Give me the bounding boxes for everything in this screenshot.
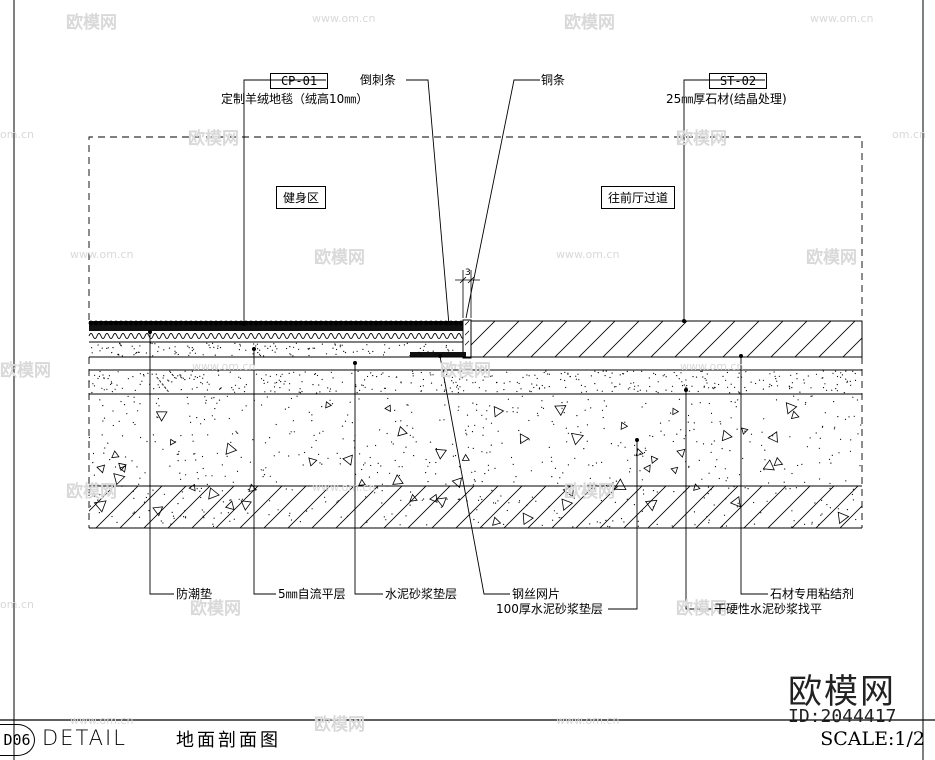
watermark-url: www.om.cn <box>70 714 134 727</box>
carpet-layer <box>88 320 466 339</box>
wire-mesh-label: 钢丝网片 <box>512 587 561 601</box>
moisture-pad-label: 防潮垫 <box>176 587 213 601</box>
watermark-logo: 欧模网 <box>676 599 727 619</box>
watermark-logo: 欧模网 <box>564 13 615 33</box>
leader-dots <box>148 319 743 442</box>
watermark-url: www.om.cn <box>312 481 376 494</box>
carpet-spec-label: 定制羊绒地毯（绒高10㎜） <box>221 92 369 106</box>
watermark-logo: 欧模网 <box>440 361 491 381</box>
dry-mortar-label: 干硬性水泥砂浆找平 <box>714 602 823 616</box>
watermark-url: www.om.cn <box>312 12 376 25</box>
material-tag-cp01: CP-01 <box>270 73 328 89</box>
watermark-url: www.om.cn <box>192 360 256 373</box>
scale-label: SCALE:1/2 <box>820 728 925 750</box>
stone-adhesive-label: 石材专用粘结剂 <box>770 587 855 601</box>
stone-spec-label: 25㎜厚石材(结晶处理) <box>666 92 787 106</box>
leader-lines <box>149 79 768 610</box>
watermark-logo: 欧模网 <box>188 129 239 149</box>
material-tag-st02: ST-02 <box>709 73 767 89</box>
aggregate-triangles <box>93 401 850 526</box>
aggregate-dots <box>88 342 862 529</box>
structural-slab-hatch <box>89 486 862 528</box>
mortar-100-label: 100厚水泥砂浆垫层 <box>496 602 603 616</box>
stone-slab <box>469 320 863 358</box>
watermark-url: om.cn <box>0 128 34 141</box>
watermark-logo: 欧模网 <box>564 482 615 502</box>
watermark-logo: 欧模网 <box>314 248 365 268</box>
dashed-extent <box>88 136 863 528</box>
copper-strip <box>410 319 472 359</box>
watermark-logo: 欧模网 <box>66 482 117 502</box>
cement-mortar-label: 水泥砂浆垫层 <box>385 587 458 601</box>
watermark-url: www.om.cn <box>680 360 744 373</box>
self-leveling-label: 5㎜自流平层 <box>278 587 346 601</box>
watermark-logo: 欧模网 <box>676 129 727 149</box>
brand-watermark: 欧模网 <box>788 672 896 712</box>
watermark-url: www.om.cn <box>70 248 134 261</box>
zone-label-gym: 健身区 <box>276 186 327 209</box>
watermark-url: om.cn <box>0 598 34 611</box>
detail-code: D06 <box>0 724 35 756</box>
watermark-url: www.om.cn <box>556 248 620 261</box>
dimension-mark <box>455 270 480 318</box>
watermark-logo: 欧模网 <box>314 715 365 735</box>
watermark-url: www.om.cn <box>810 12 874 25</box>
brand-id: ID:2044417 <box>788 706 897 727</box>
watermark-url: om.cn <box>892 128 926 141</box>
dimension-text: 3 <box>465 268 471 278</box>
watermark-logo: 欧模网 <box>66 13 117 33</box>
drawing-title: 地面剖面图 <box>176 730 281 751</box>
watermark-logo: 欧模网 <box>806 248 857 268</box>
detail-word: DETAIL <box>42 726 127 750</box>
zone-label-corridor: 往前厅过道 <box>601 186 676 209</box>
gripper-label: 倒刺条 <box>360 73 397 87</box>
watermark-logo: 欧模网 <box>0 361 51 381</box>
copper-strip-label: 铜条 <box>541 73 566 87</box>
watermark-logo: 欧模网 <box>190 599 241 619</box>
watermark-url: www.om.cn <box>556 714 620 727</box>
